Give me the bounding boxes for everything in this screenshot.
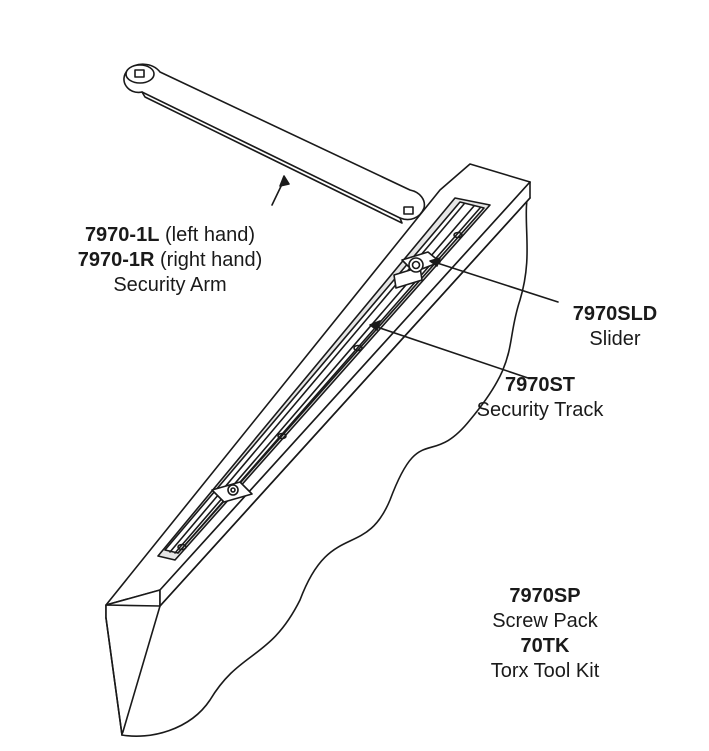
slider-callout: 7970SLD Slider [540,302,690,352]
slider-pivot-icon [408,257,424,273]
arm-arrowhead [279,175,290,187]
security-track-name: Security Track [476,399,604,421]
arm-end-socket-icon [403,206,414,215]
slider-leader [433,261,559,303]
screw-hole [277,432,287,440]
security-track-callout: 7970ST Security Track [430,373,650,423]
slider-arrowhead [429,257,441,267]
screw-holes [177,231,463,551]
security-arm [123,63,426,224]
security-arm-callout: 7970-1L (left hand) 7970-1R (right hand)… [20,223,320,298]
screw-hole [453,231,463,239]
left-hand-arm-desc: (left hand) [159,224,256,246]
track-end-stop [211,481,253,503]
leader-lines [271,175,559,379]
security-track-code: 7970ST [504,374,576,396]
left-hand-arm-label: 7970-1L (left hand) [20,223,320,248]
security-arm-name: Security Arm [113,274,227,296]
arm-square-drive-icon [134,69,145,78]
right-hand-arm-desc: (right hand) [154,249,263,271]
tool-kit-name: Torx Tool Kit [490,660,600,682]
tool-kit-code: 70TK [520,635,570,657]
right-hand-arm-label: 7970-1R (right hand) [20,248,320,273]
right-hand-arm-code: 7970-1R [77,249,155,271]
slider-name: Slider [589,328,641,350]
screw-pack-tool-kit-callout: 7970SP Screw Pack 70TK Torx Tool Kit [440,584,650,684]
left-hand-arm-code: 7970-1L [84,224,160,246]
screw-hole [353,344,363,352]
screw-pack-name: Screw Pack [492,610,598,632]
slider [393,251,441,289]
end-stop-screw-icon [227,484,239,496]
track-arrowhead [369,320,381,331]
track-leader [373,325,529,379]
slider-code: 7970SLD [572,303,658,325]
screw-hole [177,543,187,551]
screw-pack-code: 7970SP [509,585,581,607]
